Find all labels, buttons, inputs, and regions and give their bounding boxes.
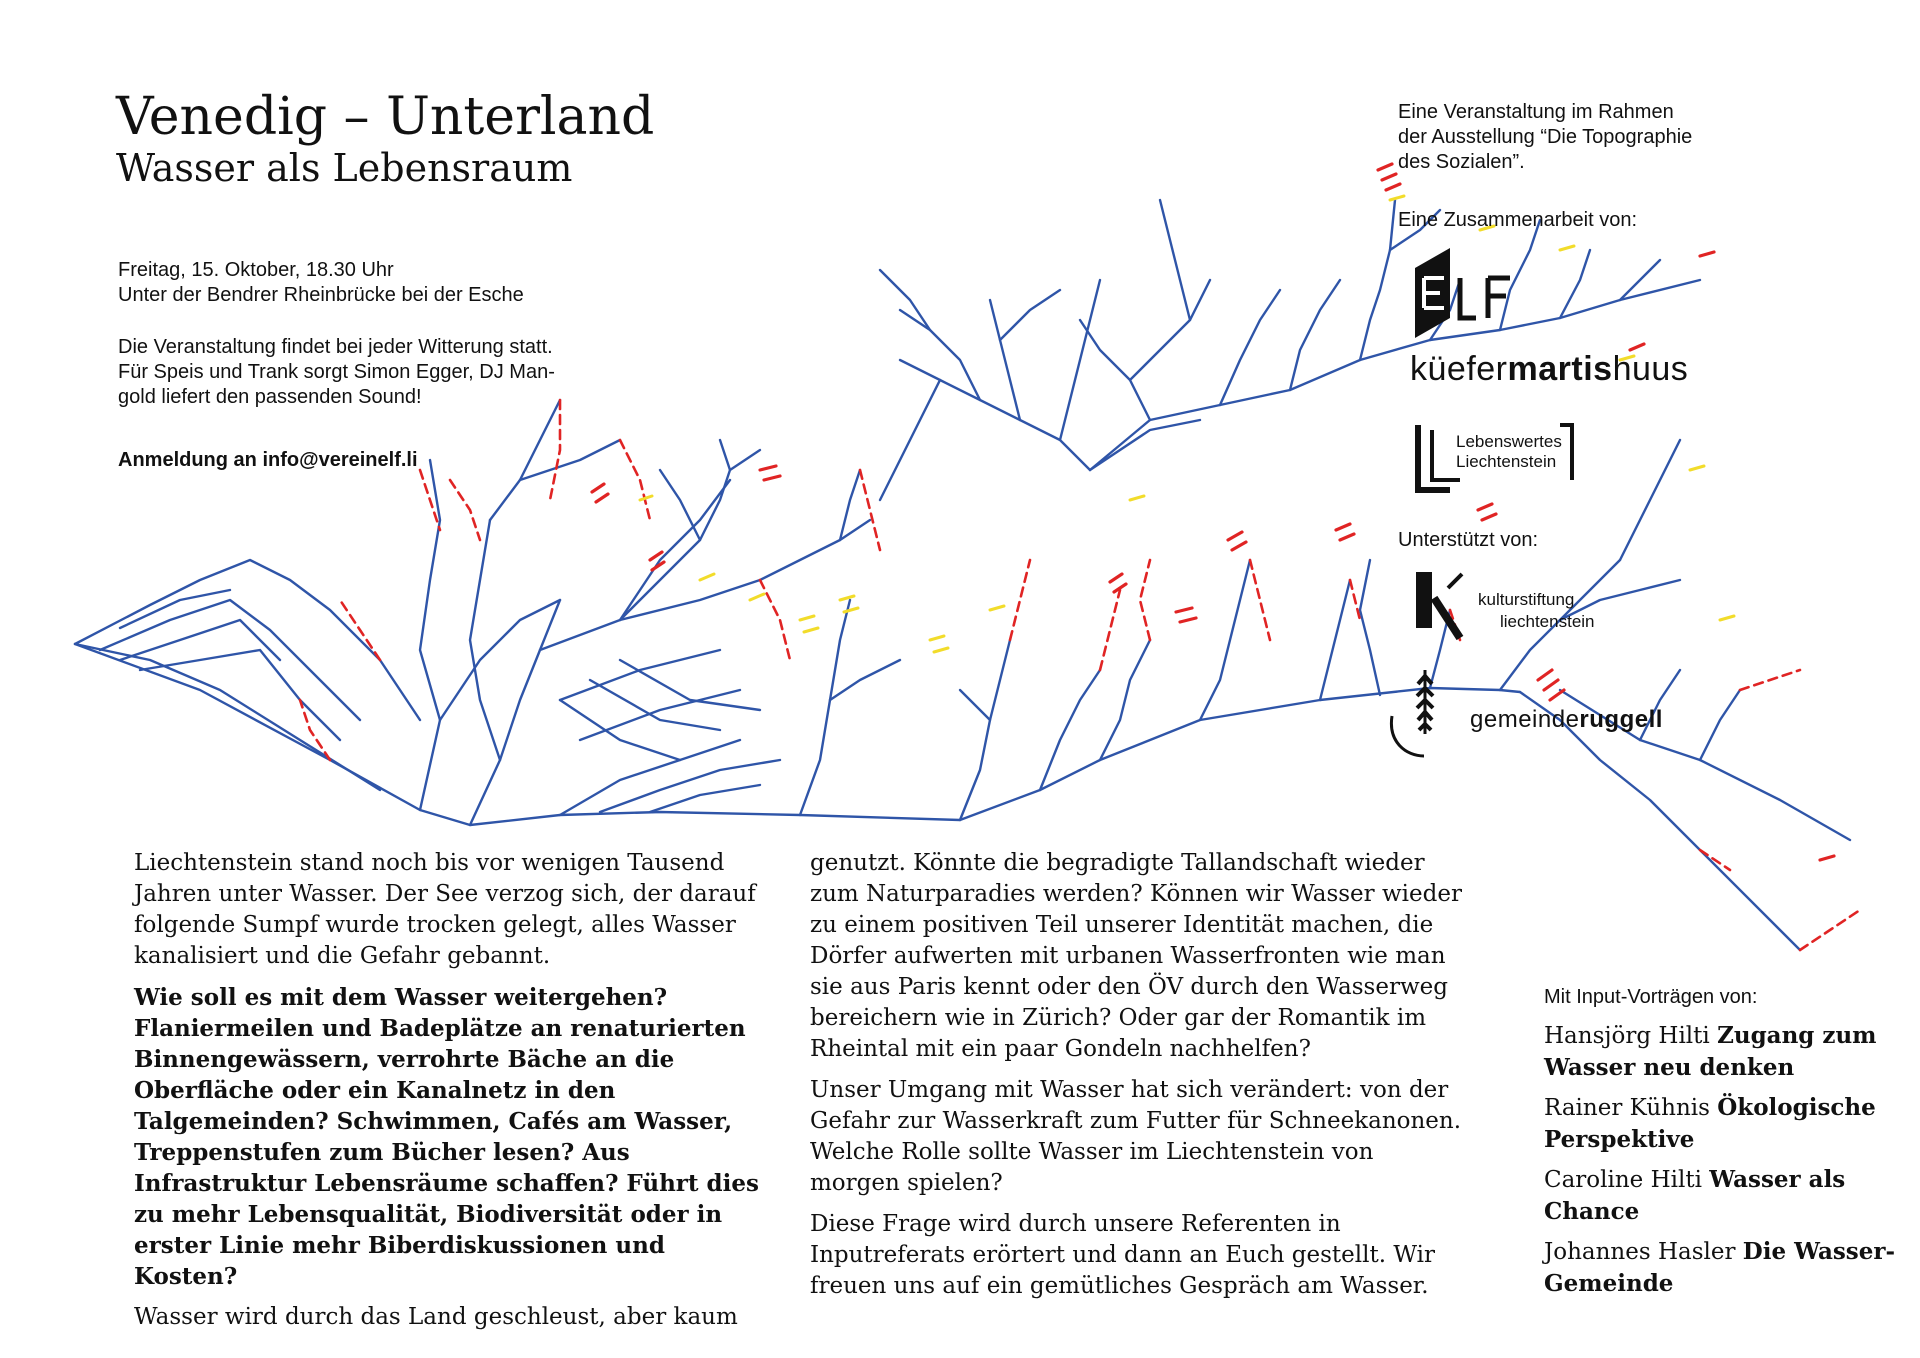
lebenswertes-line-1: Lebenswertes xyxy=(1456,432,1562,451)
context-line-1: Eine Veranstaltung im Rahmen xyxy=(1398,101,1674,123)
event-date: Freitag, 15. Oktober, 18.30 Uhr xyxy=(118,259,394,281)
support-label: Unterstützt von: xyxy=(1398,529,1539,551)
event-food-1: Für Speis und Trank sorgt Simon Egger, D… xyxy=(118,361,555,383)
gemeinde-ruggell-logo: gemeinderuggell xyxy=(1470,706,1663,734)
speaker-topic: Die Wasser-Gemeinde xyxy=(1544,1238,1896,1297)
event-registration[interactable]: Anmeldung an info@vereinelf.li xyxy=(118,449,418,471)
context-line-2: der Ausstellung “Die Topographie xyxy=(1398,126,1693,148)
col2-paragraph-3: Diese Frage wird durch unsere Referenten… xyxy=(810,1211,1435,1299)
speaker-topic: Wasser als Chance xyxy=(1544,1166,1846,1225)
lebenswertes-logo xyxy=(1415,423,1574,493)
speaker-name: Caroline Hilti xyxy=(1544,1167,1702,1193)
kuefer-suffix: huus xyxy=(1612,350,1689,388)
elf-logo xyxy=(1415,248,1510,338)
event-place: Unter der Bendrer Rheinbrücke bei der Es… xyxy=(118,284,524,306)
kultur-line-1: kulturstiftung xyxy=(1478,590,1575,609)
gemeinde-bold: ruggell xyxy=(1579,706,1663,733)
kultur-line-2: liechtenstein xyxy=(1500,612,1595,631)
kuefer-bold: martis xyxy=(1507,350,1613,388)
ruggell-wheat-logo xyxy=(1389,670,1435,758)
context-line-3: des Sozialen”. xyxy=(1398,151,1525,173)
event-food-2: gold liefert den passenden Sound! xyxy=(118,386,422,408)
speaker-item: Johannes Hasler Die Wasser-Gemeinde xyxy=(1544,1236,1904,1300)
speaker-item: Rainer Kühnis Ökologische Perspektive xyxy=(1544,1092,1904,1156)
page-title: Venedig – Unterland xyxy=(116,87,655,147)
kuefermartishuus-logo: küefermartishuus xyxy=(1410,350,1688,389)
speaker-name: Rainer Kühnis xyxy=(1544,1095,1710,1121)
col2-paragraph-1: genutzt. Könnte die begradigte Tallandsc… xyxy=(810,850,1462,1062)
kulturstiftung-logo xyxy=(1416,572,1464,641)
kuefer-prefix: küefer xyxy=(1410,350,1508,388)
speakers-list: Mit Input-Vorträgen von: Hansjörg Hilti … xyxy=(1544,984,1904,1308)
speaker-topic: Zugang zum Wasser neu denken xyxy=(1544,1022,1877,1081)
lebenswertes-line-2: Liechtenstein xyxy=(1456,452,1557,471)
gemeinde-prefix: gemeinde xyxy=(1470,706,1580,733)
yellow-barrier-ticks xyxy=(638,194,1736,654)
page-subtitle: Wasser als Lebensraum xyxy=(116,146,573,190)
event-weather: Die Veranstaltung findet bei jeder Witte… xyxy=(118,336,553,358)
col2-paragraph-2: Unser Umgang mit Wasser hat sich verände… xyxy=(810,1077,1462,1196)
speaker-item: Hansjörg Hilti Zugang zum Wasser neu den… xyxy=(1544,1020,1904,1084)
body-column-2: genutzt. Könnte die begradigte Tallandsc… xyxy=(810,848,1470,1312)
speaker-name: Johannes Hasler xyxy=(1544,1239,1736,1265)
collab-label: Eine Zusammenarbeit von: xyxy=(1398,209,1638,231)
body-column-1: Liechtenstein stand noch bis vor wenigen… xyxy=(134,848,764,1343)
river-lines xyxy=(73,198,1852,952)
speaker-item: Caroline Hilti Wasser als Chance xyxy=(1544,1164,1904,1228)
speaker-topic: Ökologische Perspektive xyxy=(1544,1094,1876,1153)
piped-streams xyxy=(298,398,1862,952)
speakers-heading: Mit Input-Vorträgen von: xyxy=(1544,986,1758,1008)
col1-paragraph-2: Wie soll es mit dem Wasser weitergehen? … xyxy=(134,984,759,1290)
col1-paragraph-1: Liechtenstein stand noch bis vor wenigen… xyxy=(134,850,756,969)
col1-paragraph-3: Wasser wird durch das Land geschleust, a… xyxy=(134,1304,738,1330)
red-barrier-ticks xyxy=(590,162,1836,862)
speaker-name: Hansjörg Hilti xyxy=(1544,1023,1710,1049)
